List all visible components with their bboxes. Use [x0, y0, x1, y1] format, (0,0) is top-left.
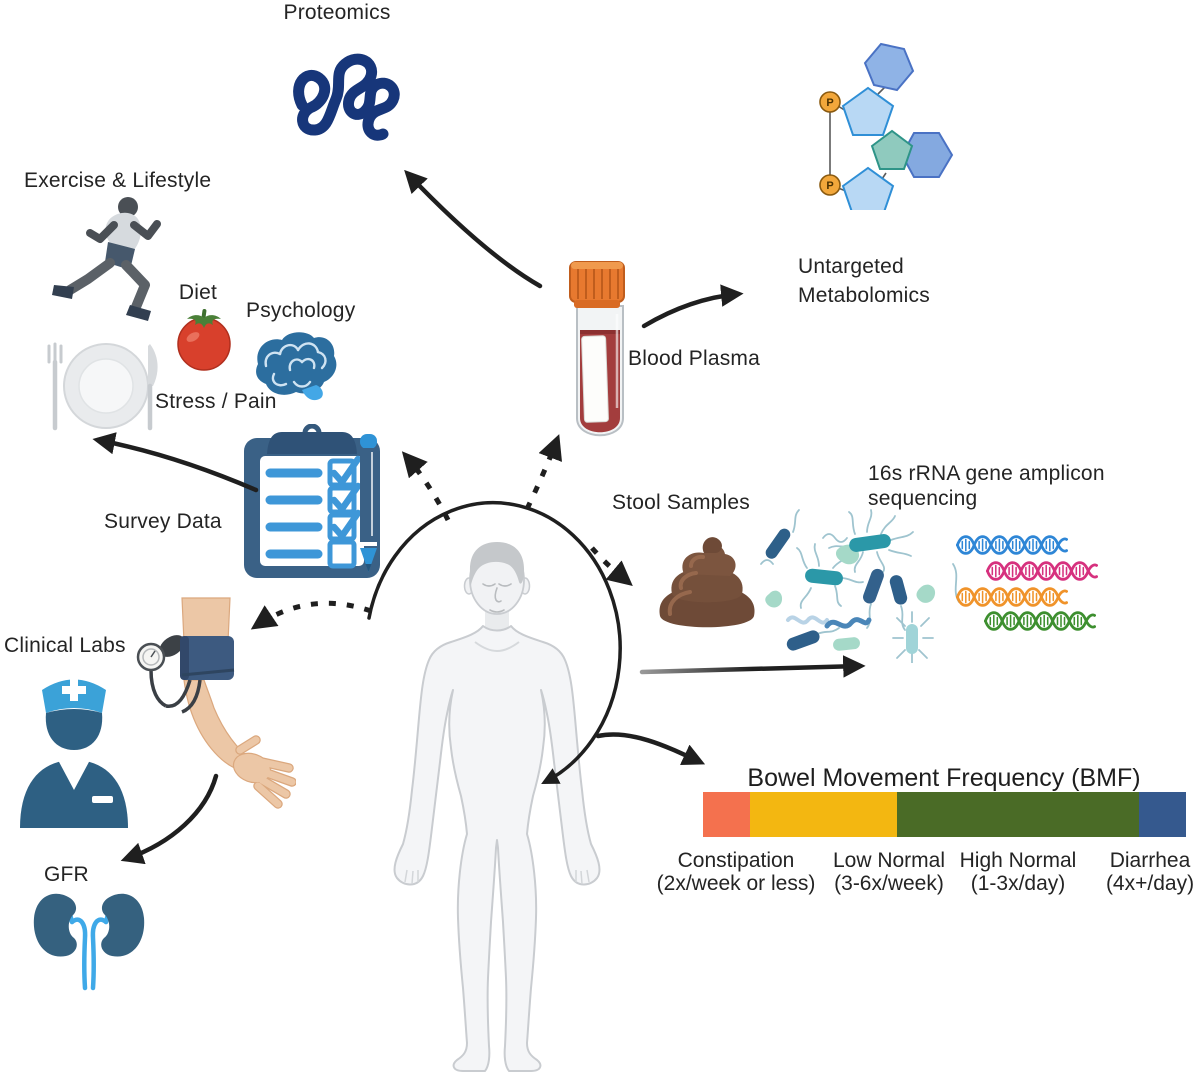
nucleotide-molecule-icon: P P	[819, 42, 954, 210]
blood-collection-tube-icon	[569, 261, 625, 437]
dashed-arrow-to-survey	[401, 451, 451, 522]
phosphate-p-label: P	[826, 180, 833, 192]
bmf-label-diarrhea: Diarrhea(4x+/day)	[1105, 849, 1195, 895]
clinical-labs-label: Clinical Labs	[4, 634, 126, 657]
arm-blood-pressure-cuff-icon	[136, 597, 296, 809]
running-person-icon	[52, 197, 161, 321]
bmf-segment-low-normal	[749, 792, 898, 837]
tomato-icon	[177, 309, 231, 371]
bmf-scale-bar	[703, 792, 1186, 837]
dna-helix-icon	[956, 587, 1068, 607]
bmf-label-high-normal: High Normal(1-3x/day)	[959, 849, 1077, 895]
arrow-survey-to-lifestyle	[92, 432, 259, 493]
human-body-icon	[393, 542, 601, 1072]
blood-plasma-label: Blood Plasma	[628, 347, 760, 370]
psychology-label: Psychology	[246, 299, 356, 322]
exercise-lifestyle-label: Exercise & Lifestyle	[24, 169, 212, 192]
gut-bacteria-icon	[760, 509, 960, 663]
dna-helix-icon	[956, 535, 1068, 555]
arrow-plasma-to-proteomics	[404, 169, 543, 289]
clipboard-checklist-icon	[244, 424, 380, 578]
dna-helix-icon	[984, 611, 1096, 631]
bmf-segment-diarrhea	[1139, 792, 1186, 837]
sequencing-label: 16s rRNA gene amplicon sequencing	[868, 462, 1105, 510]
kidneys-icon	[33, 893, 145, 991]
arrow-body-to-bmf	[595, 732, 706, 766]
stool-samples-label: Stool Samples	[612, 491, 751, 514]
survey-data-label: Survey Data	[104, 510, 222, 533]
bmf-segment-constipation	[703, 792, 750, 837]
gfr-label: GFR	[44, 863, 89, 886]
bmf-label-low-normal: Low Normal(3-6x/week)	[832, 849, 946, 895]
diet-label: Diet	[178, 281, 218, 304]
stool-icon	[659, 537, 755, 628]
nurse-icon	[20, 678, 128, 828]
bmf-label-constipation: Constipation(2x/week or less)	[656, 849, 816, 895]
phosphate-p-label: P	[826, 97, 833, 109]
bmf-segment-high-normal	[897, 792, 1140, 837]
bmf-title: Bowel Movement Frequency (BMF)	[747, 764, 1141, 792]
stress-pain-label: Stress / Pain	[155, 390, 277, 413]
arrow-plasma-to-metabolomics	[641, 284, 744, 329]
brain-icon	[256, 332, 337, 401]
untargeted-metabolomics-label: Untargeted Metabolomics	[798, 255, 930, 307]
proteomics-label: Proteomics	[283, 1, 391, 24]
pen-icon	[360, 434, 377, 572]
dashed-arrow-to-plasma	[524, 434, 563, 511]
plate-fork-knife-icon	[47, 342, 158, 431]
protein-tangle-icon	[293, 53, 400, 141]
dna-helix-icon	[986, 561, 1098, 581]
arrow-stool-to-sequencing	[639, 655, 866, 678]
